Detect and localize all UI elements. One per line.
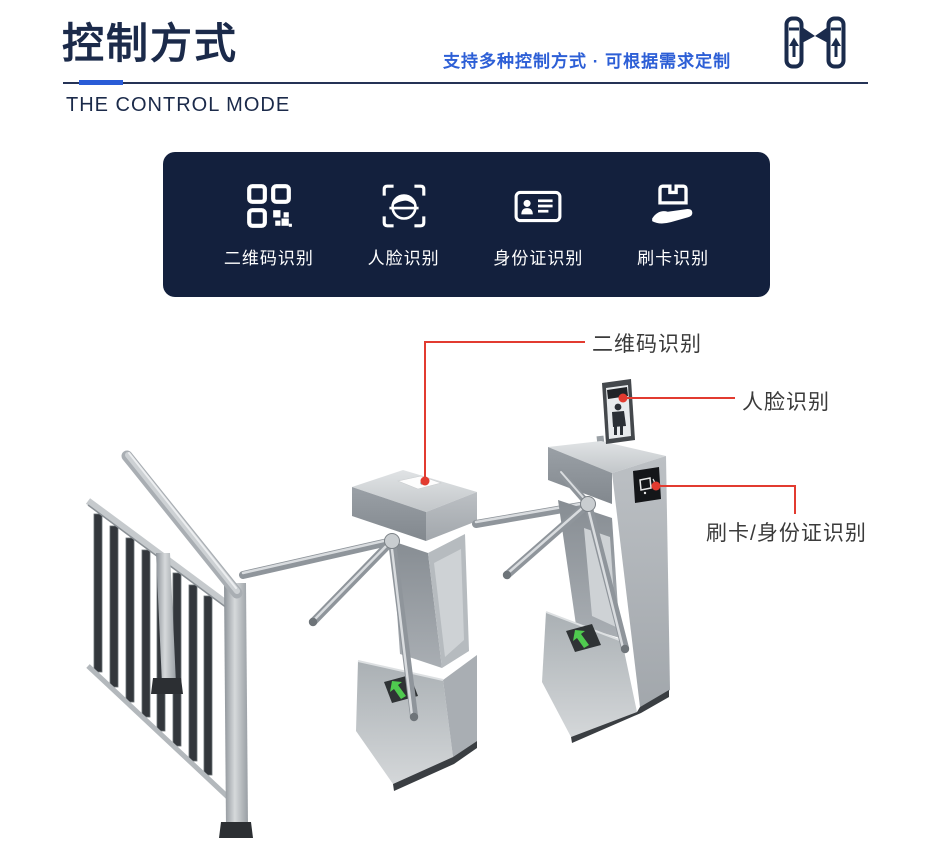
turnstile-right <box>502 379 670 743</box>
id-card-icon <box>514 190 562 222</box>
lane-rail-tube <box>239 538 392 579</box>
direction-indicator-right <box>566 624 601 652</box>
product-illustration <box>85 341 796 838</box>
divider-line <box>63 82 868 84</box>
card-swipe-icon <box>652 184 693 223</box>
turnstile-icon <box>784 16 846 69</box>
callout-label-face: 人脸识别 <box>742 391 830 414</box>
mode-item-qr: 二维码识别 <box>224 181 314 269</box>
mode-item-face: 人脸识别 <box>368 181 440 269</box>
page-subtitle-en: THE CONTROL MODE <box>66 94 291 116</box>
qr-code-icon <box>246 183 292 228</box>
mode-label: 二维码识别 <box>223 248 314 268</box>
guard-railing <box>85 450 253 838</box>
control-modes-banner: 二维码识别 人脸识别 身份证识别 <box>163 152 770 297</box>
callout-label-qr: 二维码识别 <box>592 333 702 356</box>
mode-item-idcard: 身份证识别 <box>493 181 583 269</box>
turnstile-left <box>308 470 477 791</box>
mode-label: 身份证识别 <box>493 248 584 268</box>
callout-lines <box>420 341 796 514</box>
callout-label-card: 刷卡/身份证识别 <box>706 522 867 545</box>
mode-label: 刷卡识别 <box>637 248 710 268</box>
mode-label: 人脸识别 <box>367 248 440 268</box>
page-title: 控制方式 <box>62 20 239 67</box>
qr-scanner-panel <box>396 475 443 490</box>
face-scan-icon <box>382 184 425 227</box>
mode-item-swipe: 刷卡识别 <box>637 181 709 269</box>
tagline: 支持多种控制方式 · 可根据需求定制 <box>443 52 732 71</box>
face-device <box>602 379 635 444</box>
divider-accent <box>79 80 123 85</box>
